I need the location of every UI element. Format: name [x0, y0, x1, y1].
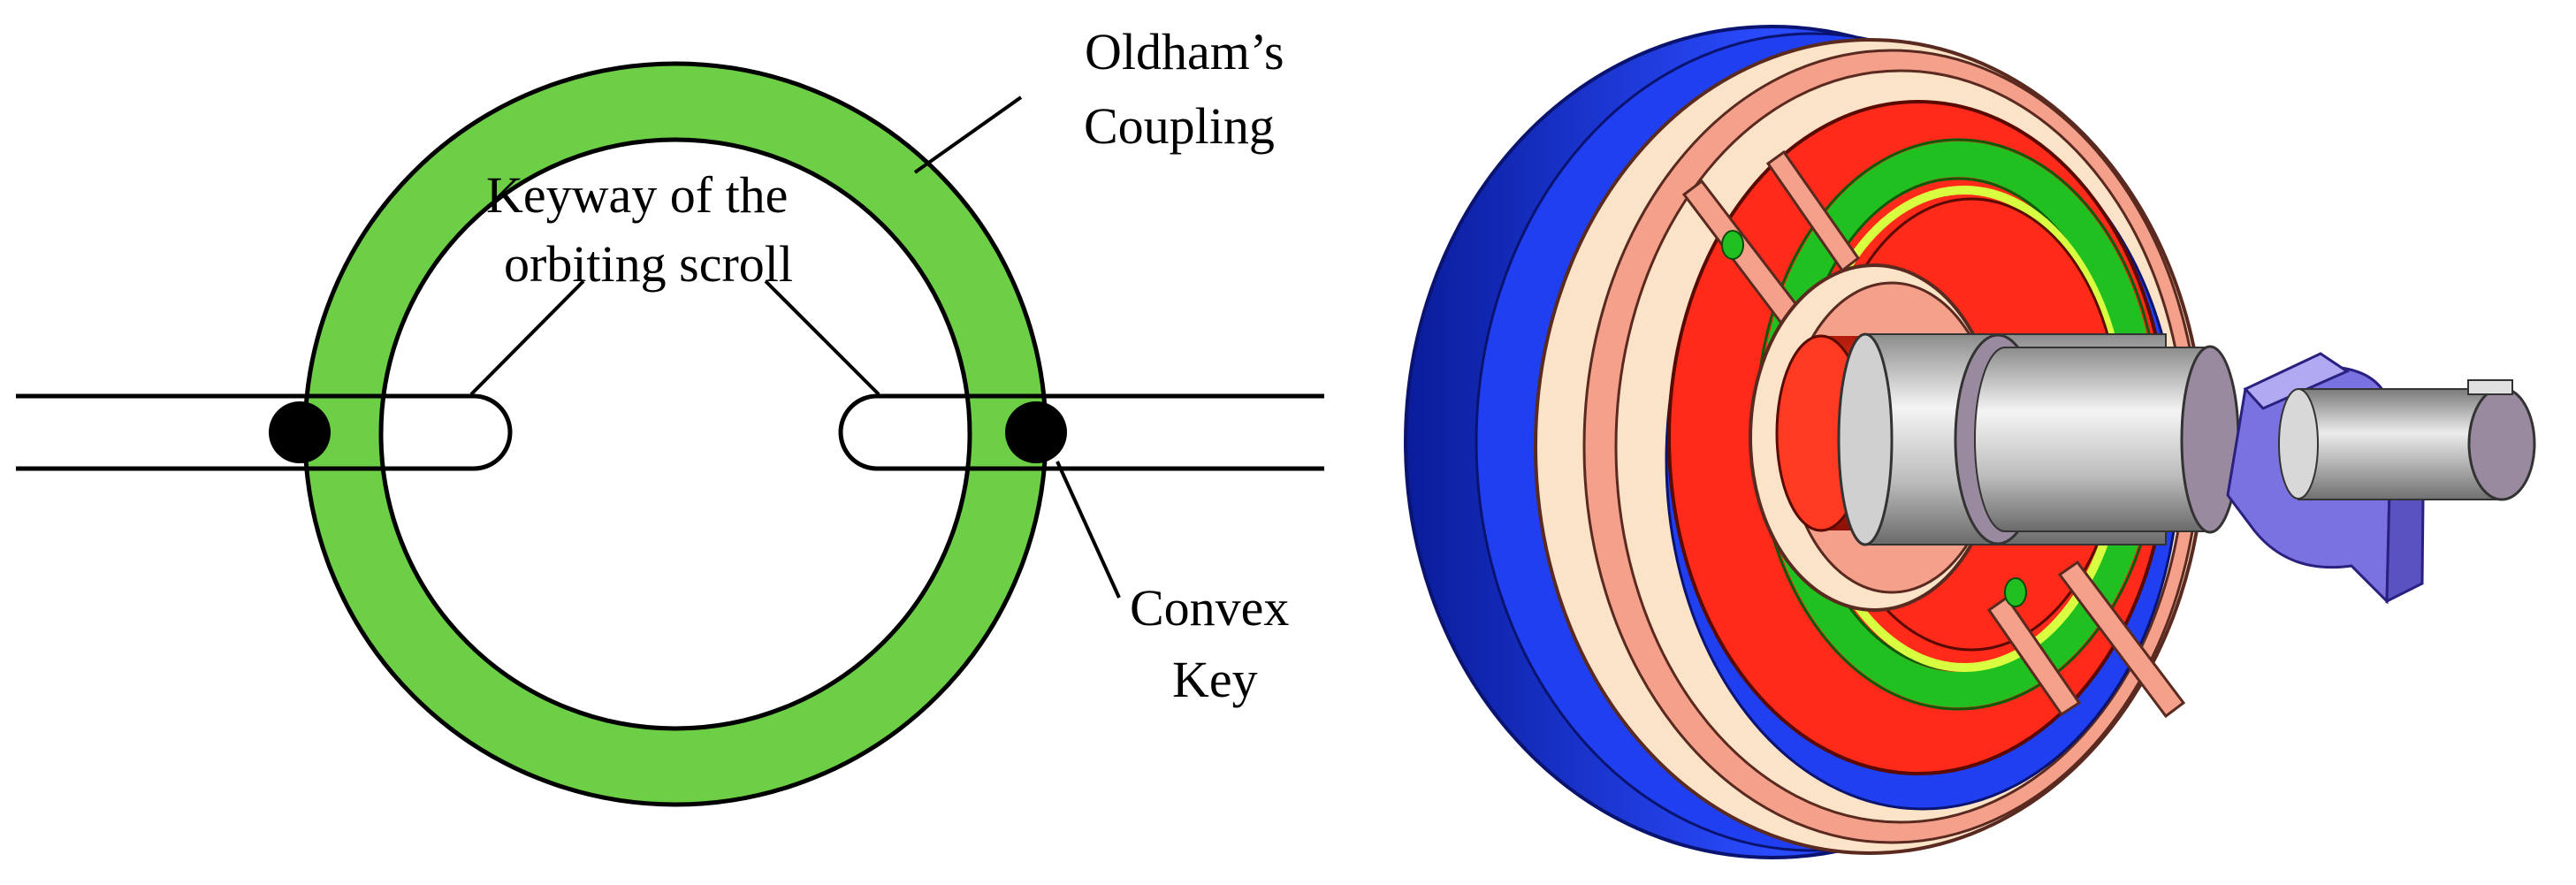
right-keyway-slot [838, 393, 1324, 471]
label-oldham-line1: Oldham’s [1085, 23, 1284, 80]
label-convex-line1: Convex [1130, 579, 1289, 637]
left-convex-key [269, 401, 331, 463]
label-keyway-line2: orbiting scroll [504, 235, 793, 293]
leader-keyway-right [764, 279, 880, 396]
convex-key-3d-bottom [2004, 577, 2027, 607]
eccentric-disk [2180, 345, 2240, 534]
leader-convex-key [1056, 461, 1121, 599]
leader-lines [469, 95, 1121, 599]
leader-keyway-left [469, 279, 585, 396]
convex-key-3d-top [1721, 230, 1744, 260]
label-convex-line2: Key [1172, 651, 1258, 708]
label-keyway-line1: Keyway of the [486, 166, 788, 224]
left-keyway-slot [16, 393, 513, 471]
oldham-schematic: Oldham’s Coupling Keyway of the orbiting… [16, 23, 1324, 807]
shaft-key [2467, 379, 2513, 395]
scroll-assembly-3d [1404, 25, 2536, 859]
shaft-end-cap [2467, 386, 2536, 501]
leader-oldham [913, 95, 1023, 174]
keyway-bars-3d [1681, 149, 2186, 719]
label-oldham-line2: Coupling [1084, 97, 1275, 155]
oldham-ring-inner [378, 137, 972, 731]
right-convex-key [1005, 401, 1067, 463]
